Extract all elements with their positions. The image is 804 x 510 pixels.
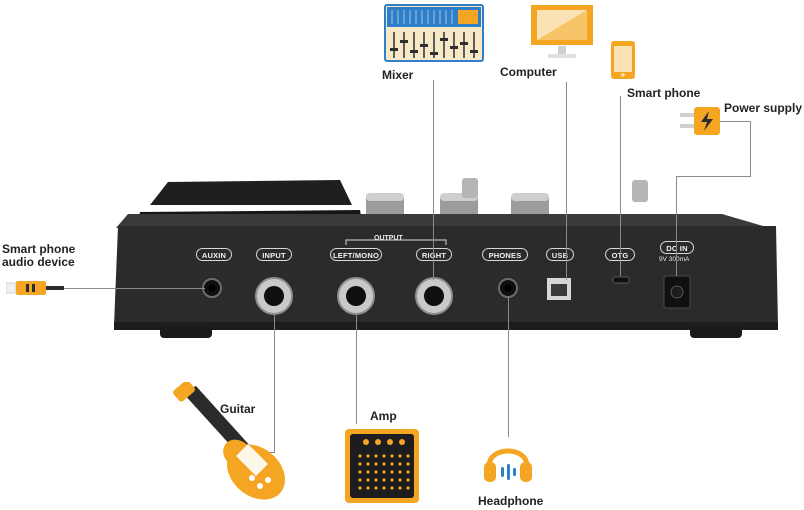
- guitar-label: Guitar: [220, 402, 256, 416]
- expression-pedal: [150, 180, 352, 205]
- phones-label: PHONES: [482, 248, 528, 261]
- power-wire-v2: [676, 176, 677, 276]
- rubber-foot: [690, 326, 742, 338]
- smartphone-wire: [620, 96, 621, 276]
- auxin-label: AUXIN: [196, 248, 232, 261]
- power-supply-label: Power supply: [724, 101, 803, 115]
- aux-plug-icon: [6, 281, 64, 295]
- footswitch: [462, 178, 478, 198]
- guitar-icon: [173, 382, 285, 500]
- right-label: RIGHT: [416, 248, 452, 261]
- amp-wire: [356, 314, 357, 424]
- smartphone-label: Smart phone: [627, 86, 701, 100]
- headphone-label: Headphone: [478, 494, 544, 508]
- headphone-icon: [484, 448, 532, 482]
- power-wire-h: [720, 121, 750, 122]
- mixer-wire: [433, 80, 434, 280]
- computer-wire: [566, 82, 567, 280]
- aux-device-label-line1: Smart phone: [2, 242, 76, 256]
- aux-device-label-line2: audio device: [2, 255, 75, 269]
- rubber-foot: [160, 326, 212, 338]
- amp-icon: [345, 429, 419, 503]
- input-label: INPUT: [256, 248, 292, 261]
- dc-in-label: DC IN: [660, 241, 694, 254]
- mixer-label: Mixer: [382, 68, 414, 82]
- usb-label: USB: [546, 248, 574, 261]
- dc-rating-label: 9V 300mA: [659, 256, 690, 263]
- computer-icon: [531, 5, 593, 58]
- power-wire-h2: [676, 176, 751, 177]
- power-wire-v1: [750, 121, 751, 176]
- otg-port: [612, 276, 630, 284]
- power-plug-icon: [680, 107, 720, 135]
- aux-wire: [60, 288, 205, 289]
- guitar-wire: [274, 314, 275, 452]
- left-mono-label: LEFT/MONO: [330, 248, 382, 261]
- output-group-label: OUTPUT: [374, 235, 403, 242]
- output-bracket: [345, 239, 447, 245]
- smartphone-icon: [611, 41, 635, 79]
- mixer-icon: [384, 4, 484, 62]
- phones-wire: [508, 297, 509, 437]
- computer-label: Computer: [500, 65, 557, 79]
- amp-label: Amp: [370, 409, 397, 423]
- footswitch: [632, 180, 648, 202]
